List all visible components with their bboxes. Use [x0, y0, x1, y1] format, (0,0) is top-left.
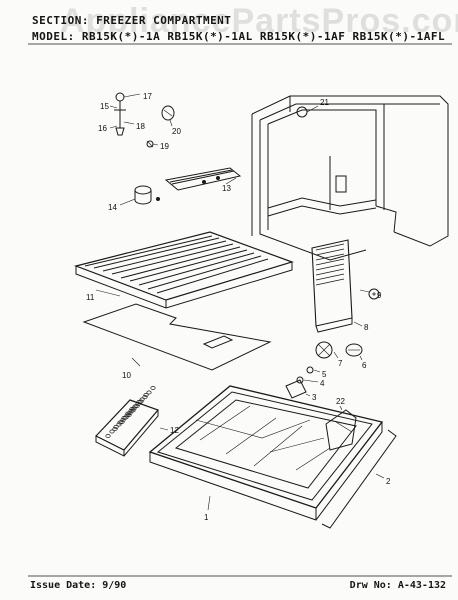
callout-19: 19 [160, 142, 169, 151]
duct-slot [315, 263, 345, 271]
tray-cell [132, 404, 138, 409]
tray-cell [139, 397, 145, 402]
tray-cell [116, 422, 122, 427]
shelf-part-11 [74, 231, 294, 309]
tray-cell [135, 402, 141, 406]
duct-slot [315, 243, 345, 251]
drawing-number: Drw No: A-43-132 [349, 580, 446, 591]
tray-cell [128, 409, 134, 413]
callout-1: 1 [204, 513, 209, 522]
callout-7: 7 [338, 359, 343, 368]
tray-cell [124, 413, 130, 418]
callout-labels: 17 15 18 16 20 19 21 13 14 11 9 8 10 7 6… [86, 92, 391, 522]
section-title: SECTION: FREEZER COMPARTMENT [32, 14, 232, 27]
duct-slot [315, 278, 345, 286]
tray-cell [117, 420, 123, 425]
tray-cell [125, 411, 131, 416]
tray-cell [129, 407, 135, 411]
callout-5: 5 [322, 370, 327, 379]
callout-2: 2 [386, 477, 391, 486]
callout-9: 9 [377, 291, 382, 300]
tray-cell [121, 416, 127, 420]
tray-cell [105, 434, 111, 438]
callout-6: 6 [362, 361, 367, 370]
duct-part-8 [311, 239, 363, 333]
callout-20: 20 [172, 127, 181, 136]
tray-cell [112, 427, 118, 431]
fan-motor-parts [285, 341, 363, 399]
callout-4: 4 [320, 379, 325, 388]
frame-part-2 [321, 429, 397, 529]
liner-part-10 [82, 303, 272, 371]
ice-tray-part-12 [95, 386, 169, 457]
callout-8: 8 [364, 323, 369, 332]
freezer-floor-part-1 [148, 385, 384, 521]
callout-3: 3 [312, 393, 317, 402]
tray-cell [109, 429, 115, 434]
tray-cell [142, 395, 148, 399]
tray-cell [143, 393, 149, 397]
knob-part-14 [119, 185, 160, 206]
duct-slot [315, 273, 345, 281]
duct-slot [315, 248, 345, 256]
callout-12: 12 [170, 426, 179, 435]
callout-10: 10 [122, 371, 131, 380]
duct-slot [315, 268, 345, 276]
fan-guard-part-13 [164, 167, 242, 191]
tray-cell [120, 418, 126, 422]
tray-cell [136, 400, 142, 404]
callout-22: 22 [336, 397, 345, 406]
screw-part-9 [359, 288, 380, 300]
callout-15: 15 [100, 102, 109, 111]
callout-11: 11 [86, 293, 95, 302]
callout-13: 13 [222, 184, 231, 193]
callout-17: 17 [143, 92, 152, 101]
model-list: MODEL: RB15K(*)-1A RB15K(*)-1AL RB15K(*)… [32, 30, 446, 43]
callout-21: 21 [320, 98, 329, 107]
light-socket-assembly [109, 92, 175, 148]
tray-cell [113, 425, 119, 429]
callout-16: 16 [98, 124, 107, 133]
duct-slot [315, 258, 345, 266]
callout-18: 18 [136, 122, 145, 131]
tray-cell [146, 390, 152, 395]
tray-cell [150, 386, 156, 390]
issue-date: Issue Date: 9/90 [30, 580, 127, 591]
callout-14: 14 [108, 203, 117, 212]
cabinet-corner [251, 95, 449, 261]
duct-slot [315, 253, 345, 261]
